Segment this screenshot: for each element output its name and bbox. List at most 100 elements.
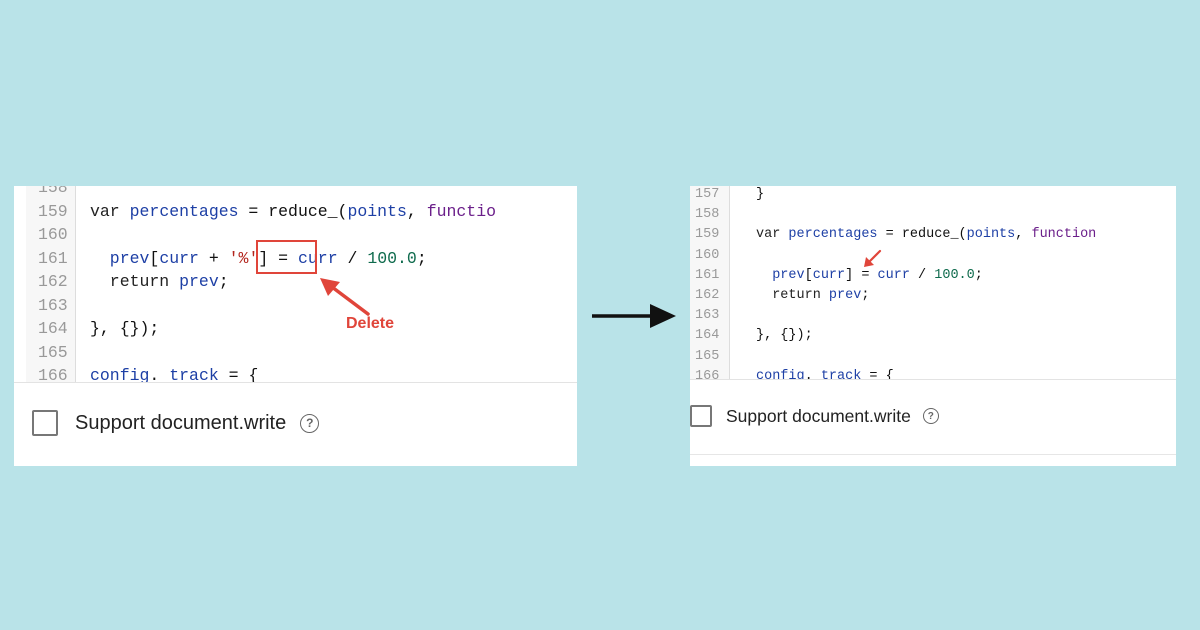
code-token: curr	[812, 267, 846, 283]
code-token: ] =	[258, 248, 298, 268]
code-token: ;	[974, 267, 983, 283]
code-text: var percentages = reduce_(points, functi…	[90, 200, 496, 224]
code-token: = {	[861, 368, 894, 380]
code-line: 162 return prev;	[14, 270, 577, 294]
code-token: prev	[828, 288, 862, 303]
code-token: percentages	[129, 201, 239, 221]
code-token: functio	[426, 201, 496, 221]
code-token: [	[149, 248, 160, 268]
line-number: 158	[695, 207, 720, 223]
code-token: .	[149, 366, 170, 383]
line-number: 164	[695, 328, 720, 344]
code-token: ;	[416, 248, 427, 268]
after-panel: 157} 158 159 var percentages = reduce_(poin…	[690, 186, 1176, 466]
code-line: 164 }, {});	[14, 317, 577, 341]
code-line: 165	[14, 341, 577, 365]
line-number: 160	[38, 225, 68, 244]
code-token: }	[756, 187, 765, 202]
code-token: percentages	[788, 227, 878, 243]
code-token: config	[90, 366, 150, 383]
code-line: 166 config. track = {	[690, 367, 1176, 380]
delete-arrow-icon	[320, 278, 370, 316]
support-document-write-row: Support document.write ?	[690, 405, 939, 427]
code-text: }, {});	[90, 317, 159, 341]
support-document-write-checkbox[interactable]	[690, 405, 712, 427]
code-token: /	[909, 267, 935, 283]
code-line: 158	[14, 186, 577, 200]
code-token: points	[347, 201, 407, 221]
code-token: = reduce_(	[238, 201, 348, 221]
code-token: prev	[179, 272, 219, 291]
code-token: ;	[218, 272, 229, 291]
bottom-divider	[690, 454, 1176, 455]
code-text: }, {});	[756, 326, 813, 346]
code-token: prev	[90, 248, 150, 268]
code-line: 157}	[690, 186, 1176, 205]
line-number: 166	[695, 368, 720, 380]
code-token: +	[198, 248, 229, 268]
support-document-write-label: Support document.write	[726, 405, 911, 426]
code-line: 162 return prev;	[690, 286, 1176, 306]
code-text: config. track = {	[756, 367, 894, 380]
line-number-gutter	[690, 186, 730, 379]
support-document-write-row: Support document.write ?	[32, 410, 320, 436]
line-number: 163	[695, 308, 720, 324]
code-line: 163	[14, 294, 577, 318]
code-line: 160	[690, 246, 1176, 266]
code-text: var percentages = reduce_(points, functi…	[756, 225, 1096, 245]
code-token: return	[90, 272, 180, 291]
line-number: 161	[695, 267, 720, 283]
code-line: 161 prev[curr] = curr / 100.0;	[690, 266, 1176, 286]
code-line: 164 }, {});	[690, 326, 1176, 346]
code-line: 158	[690, 205, 1176, 225]
code-token: curr	[297, 248, 338, 268]
code-line: 159 var percentages = reduce_(points, fun…	[690, 225, 1176, 245]
support-document-write-label: Support document.write	[75, 411, 287, 434]
code-token: ;	[861, 288, 870, 303]
line-number: 165	[695, 348, 720, 364]
delete-annotation-label: Delete	[346, 315, 395, 332]
code-token: config	[756, 368, 805, 380]
code-token: ,	[1015, 227, 1032, 243]
code-text: return prev;	[756, 286, 869, 306]
line-number: 159	[695, 227, 720, 243]
support-document-write-checkbox[interactable]	[32, 410, 58, 436]
code-line: 165	[690, 347, 1176, 367]
line-number: 164	[38, 319, 68, 338]
code-token: track	[820, 368, 862, 380]
code-token: curr	[877, 267, 910, 283]
code-token: var	[90, 201, 130, 221]
code-token: ,	[406, 201, 427, 221]
line-number: 157	[695, 187, 720, 202]
line-number: 162	[695, 288, 720, 303]
code-text: prev[curr] = curr / 100.0;	[756, 266, 983, 286]
code-token: ] =	[845, 267, 878, 283]
line-number: 161	[38, 248, 68, 268]
code-token: }, {});	[90, 319, 160, 338]
line-number: 162	[38, 272, 68, 291]
code-editor-after[interactable]: 157} 158 159 var percentages = reduce_(poin…	[690, 186, 1176, 380]
line-number: 166	[38, 366, 68, 383]
code-token: prev	[756, 267, 805, 283]
code-line: 163	[690, 306, 1176, 326]
code-token: points	[966, 227, 1016, 243]
help-circle-icon[interactable]: ?	[922, 408, 939, 424]
code-token: return	[756, 288, 829, 303]
code-line: 161 prev[curr + '%'] = curr / 100.0;	[14, 247, 577, 271]
code-text: }	[756, 186, 764, 205]
code-text: prev[curr + '%'] = curr / 100.0;	[90, 247, 427, 271]
code-token: function	[1031, 227, 1097, 243]
line-number: 159	[38, 201, 68, 221]
code-line: 160	[14, 223, 577, 247]
code-token: var	[756, 227, 789, 243]
help-circle-icon[interactable]: ?	[300, 413, 320, 433]
code-token: curr	[159, 248, 199, 268]
code-token: }, {});	[756, 328, 813, 344]
code-line: 159 var percentages = reduce_(points, fun…	[14, 200, 577, 224]
code-token: track	[169, 366, 219, 383]
transition-arrow-icon	[592, 304, 676, 328]
code-text: return prev;	[90, 270, 229, 294]
